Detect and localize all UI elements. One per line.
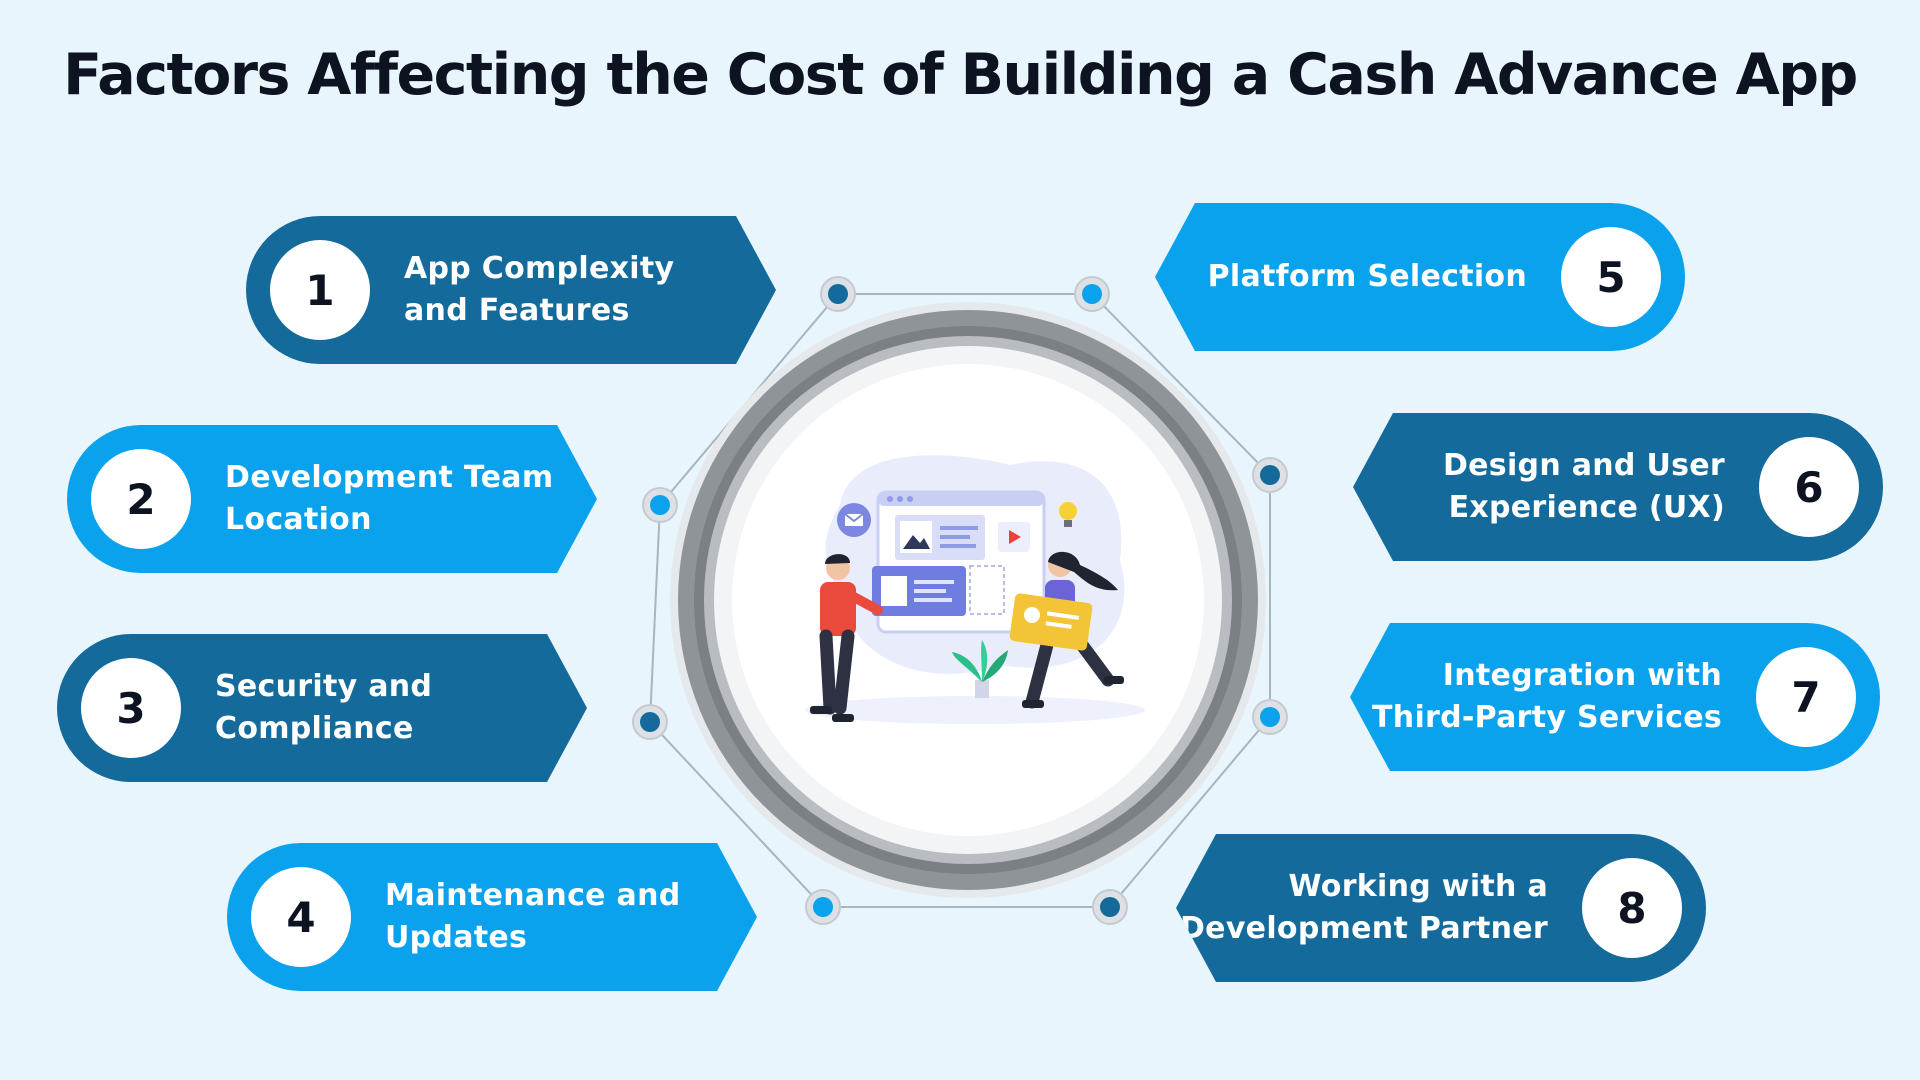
factor-number: 8 bbox=[1582, 858, 1682, 958]
team-illustration bbox=[805, 455, 1145, 724]
connector-node bbox=[1252, 699, 1288, 735]
connector-node bbox=[1074, 276, 1110, 312]
factor-1: 1 App Complexity and Features bbox=[246, 216, 776, 364]
connector-node bbox=[820, 276, 856, 312]
factor-label: App Complexity and Features bbox=[404, 251, 675, 328]
factor-number: 3 bbox=[81, 658, 181, 758]
factor-2: 2 Development Team Location bbox=[67, 425, 597, 573]
connector-node bbox=[805, 889, 841, 925]
factor-number: 4 bbox=[251, 867, 351, 967]
factor-number: 6 bbox=[1759, 437, 1859, 537]
page-title: Factors Affecting the Cost of Building a… bbox=[63, 42, 1858, 108]
factor-number: 1 bbox=[270, 240, 370, 340]
factor-label: Working with a Development Partner bbox=[1179, 869, 1548, 946]
factor-label: Development Team Location bbox=[225, 460, 554, 537]
factor-3: 3 Security and Compliance bbox=[57, 634, 587, 782]
factor-5: 5 Platform Selection bbox=[1155, 203, 1685, 351]
connector-node bbox=[1092, 889, 1128, 925]
connector-node bbox=[642, 487, 678, 523]
connector-node bbox=[1252, 457, 1288, 493]
factor-label: Platform Selection bbox=[1207, 259, 1527, 294]
factor-label: Integration with Third-Party Services bbox=[1372, 658, 1722, 735]
factor-number: 7 bbox=[1756, 647, 1856, 747]
factor-6: 6 Design and User Experience (UX) bbox=[1353, 413, 1883, 561]
factor-4: 4 Maintenance and Updates bbox=[227, 843, 757, 991]
factor-number: 2 bbox=[91, 449, 191, 549]
connector-node bbox=[632, 704, 668, 740]
factor-label: Security and Compliance bbox=[215, 669, 433, 746]
factor-label: Maintenance and Updates bbox=[385, 878, 681, 955]
factor-label: Design and User Experience (UX) bbox=[1442, 448, 1725, 525]
factor-number: 5 bbox=[1561, 227, 1661, 327]
factor-7: 7 Integration with Third-Party Services bbox=[1350, 623, 1880, 771]
factor-8: 8 Working with a Development Partner bbox=[1176, 834, 1706, 982]
